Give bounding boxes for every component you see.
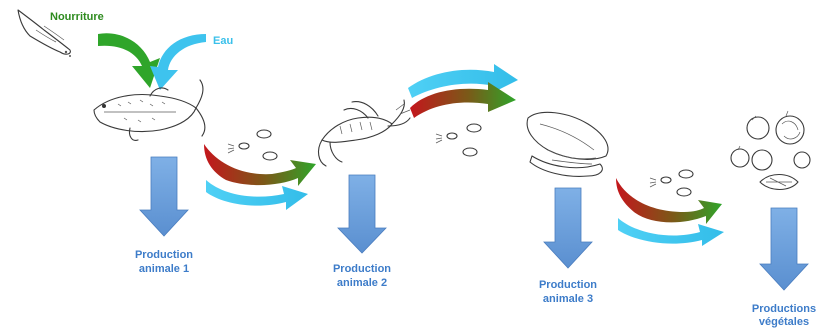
stage-3-label-line1: Production (539, 279, 597, 291)
mussel-icon (527, 112, 608, 176)
production-arrow-1 (140, 157, 188, 236)
fish-icon (94, 80, 205, 140)
waste-flow-arrow-1 (204, 144, 316, 186)
production-arrow-3 (544, 188, 592, 268)
production-arrow-2 (338, 175, 386, 253)
food-input-label: Nourriture (50, 11, 104, 23)
stage-2-label-line1: Production (333, 263, 391, 275)
waste-flow-arrow-3 (616, 178, 722, 224)
water-input-label: Eau (213, 35, 233, 47)
nutrient-particles-icon (436, 124, 481, 156)
nutrient-particles-icon (650, 170, 693, 196)
stage-1-label-line2: animale 1 (139, 263, 189, 275)
production-arrow-4 (760, 208, 808, 290)
nutrient-particles-icon (228, 130, 277, 160)
vegetables-icon (731, 111, 810, 190)
stage-2-label-line2: animale 2 (337, 277, 387, 289)
food-input-arrow (98, 33, 160, 88)
stage-4-label-line2: végétales (759, 316, 809, 328)
stage-3-label-line2: animale 3 (543, 293, 593, 305)
stage-1-label-line1: Production (135, 249, 193, 261)
stage-4-label-line1: Productions (752, 303, 816, 315)
crayfish-icon (319, 100, 410, 166)
